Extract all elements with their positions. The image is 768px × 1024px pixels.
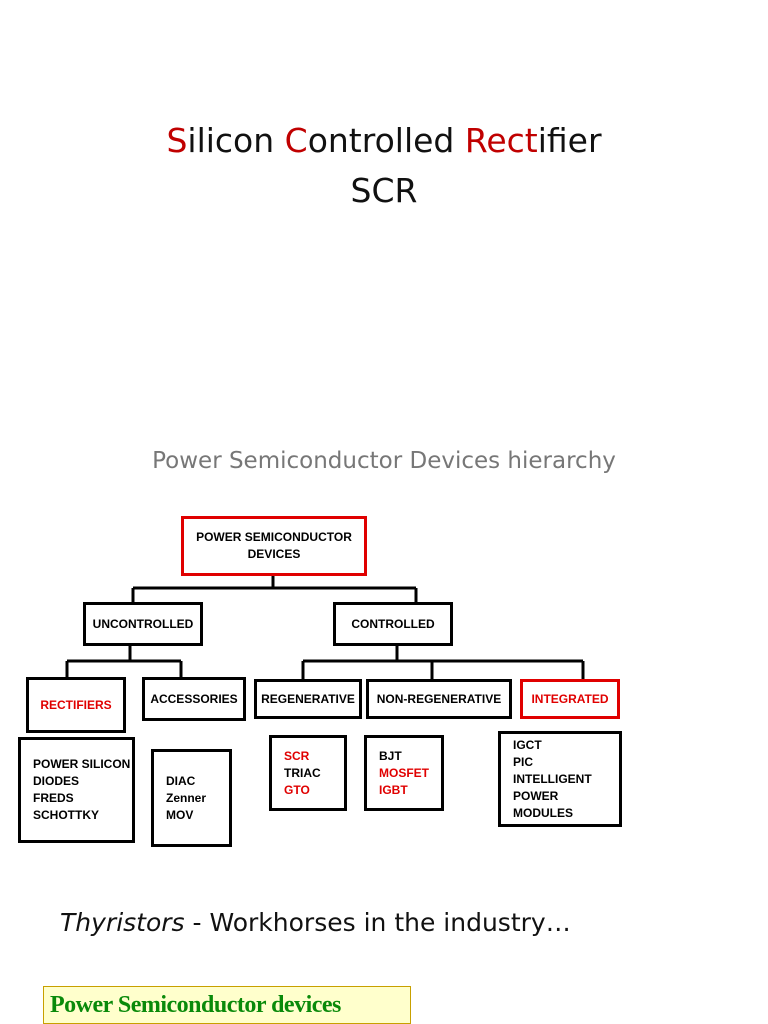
- list-item: TRIAC: [284, 765, 321, 780]
- title-seg: ect: [486, 121, 538, 160]
- node-label: ACCESSORIES: [150, 691, 238, 706]
- non-regenerative-list: BJT MOSFET IGBT: [364, 735, 444, 811]
- slide-title: Silicon Controlled Rectifier SCR: [0, 116, 768, 216]
- accessory-list: DIAC Zenner MOV: [151, 749, 232, 847]
- node-label: CONTROLLED: [351, 616, 435, 631]
- title-seg: ilicon: [187, 121, 285, 160]
- list-item: Zenner: [166, 790, 207, 805]
- root-line: DEVICES: [247, 547, 301, 561]
- list-item: MOSFET: [379, 765, 429, 780]
- list-item: PIC: [513, 754, 534, 769]
- node-label: UNCONTROLLED: [92, 616, 194, 631]
- thyristors-rest: - Workhorses in the industry…: [184, 908, 571, 937]
- diagram-heading: Power Semiconductor Devices hierarchy: [152, 448, 616, 474]
- title-line-1: Silicon Controlled Rectifier: [0, 116, 768, 166]
- node-label: NON-REGENERATIVE: [376, 691, 502, 706]
- title-line-2: SCR: [350, 171, 418, 210]
- title-seg: ontrolled: [307, 121, 465, 160]
- root-node: POWER SEMICONDUCTOR DEVICES: [181, 516, 367, 576]
- node-label: INTEGRATED: [531, 691, 609, 706]
- list-item: DIODES: [33, 774, 80, 788]
- node-label: RECTIFIERS: [40, 697, 112, 712]
- integrated-node: INTEGRATED: [520, 679, 620, 719]
- list-item: MOV: [166, 807, 194, 822]
- integrated-list: IGCT PIC INTELLIGENT POWER MODULES: [498, 731, 622, 827]
- uncontrolled-node: UNCONTROLLED: [83, 602, 203, 646]
- thyristors-caption: Thyristors - Workhorses in the industry…: [60, 908, 571, 937]
- controlled-node: CONTROLLED: [333, 602, 453, 646]
- list-item: IGBT: [379, 782, 408, 797]
- regenerative-node: REGENERATIVE: [254, 679, 362, 719]
- node-label: REGENERATIVE: [261, 691, 355, 706]
- accessories-node: ACCESSORIES: [142, 677, 246, 721]
- list-item: FREDS: [33, 791, 74, 805]
- title-seg: C: [284, 121, 308, 160]
- rectifier-list: POWER SILICON DIODES FREDS SCHOTTKY: [18, 737, 135, 843]
- list-item: INTELLIGENT: [513, 771, 592, 786]
- list-item: SCHOTTKY: [33, 808, 99, 822]
- list-item: DIAC: [166, 773, 196, 788]
- list-item: POWER MODULES: [513, 788, 573, 820]
- root-line: POWER SEMICONDUCTOR: [196, 530, 352, 544]
- title-seg: ifier: [537, 121, 602, 160]
- list-item: SCR: [284, 748, 310, 763]
- list-item: BJT: [379, 748, 402, 763]
- regenerative-list: SCR TRIAC GTO: [269, 735, 347, 811]
- section-banner: Power Semiconductor devices: [43, 986, 411, 1024]
- list-item: POWER SILICON: [33, 757, 131, 771]
- thyristors-word: Thyristors: [60, 908, 185, 937]
- title-seg: S: [166, 121, 188, 160]
- rectifiers-node: RECTIFIERS: [26, 677, 126, 733]
- connector-lines: [65, 575, 585, 680]
- non-regenerative-node: NON-REGENERATIVE: [366, 679, 512, 719]
- title-seg: R: [464, 121, 487, 160]
- list-item: GTO: [284, 782, 310, 797]
- list-item: IGCT: [513, 737, 542, 752]
